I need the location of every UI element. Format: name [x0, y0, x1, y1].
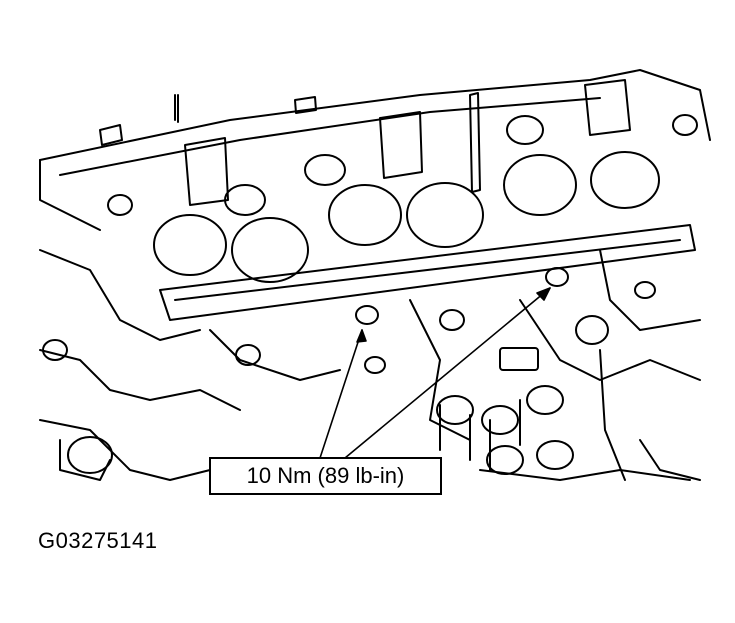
engine-lower-body [39, 249, 701, 481]
coil-connectors [436, 347, 701, 481]
bolts [235, 267, 656, 374]
torque-callout-text: 10 Nm (89 lb-in) [246, 463, 405, 488]
plug-bosses [107, 114, 698, 283]
figure-id: G03275141 [38, 528, 158, 553]
fuel-rail [159, 224, 696, 321]
torque-leader-lines [319, 287, 551, 459]
torque-callout: 10 Nm (89 lb-in) [209, 457, 442, 495]
valve-cover-rail [39, 69, 711, 231]
